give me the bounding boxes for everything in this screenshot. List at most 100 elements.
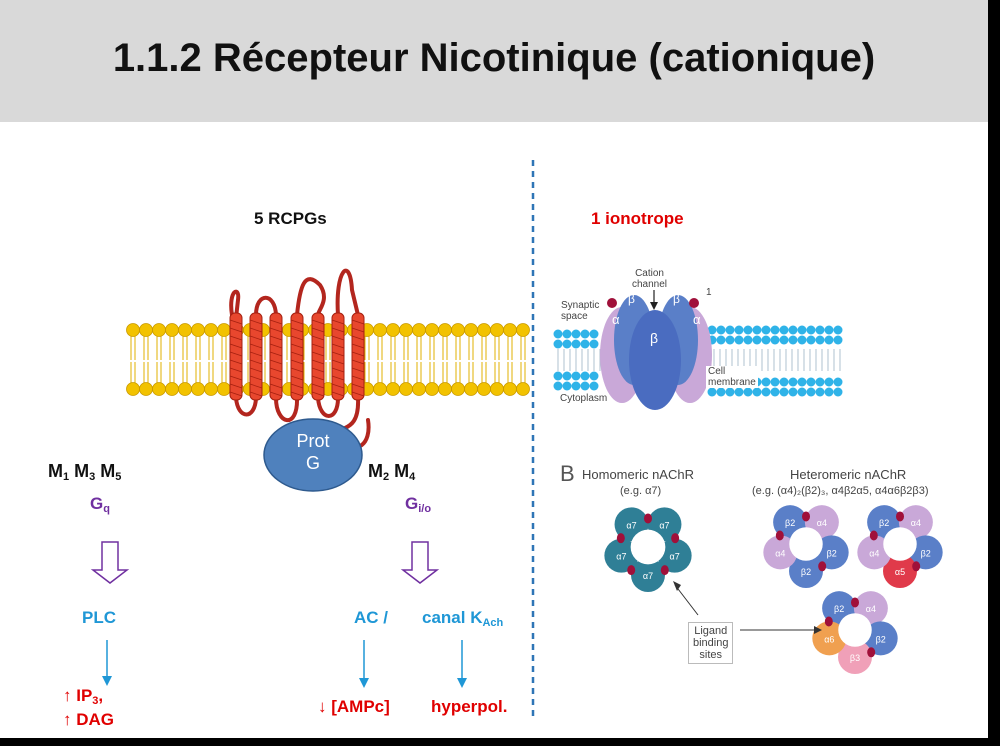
binding-site (912, 561, 921, 572)
membrane-head (725, 325, 735, 335)
ampc-label: ↓ [AMPc] (318, 697, 390, 716)
panel-letter: B (560, 461, 575, 486)
membrane-head (761, 387, 771, 397)
beta-subunit-center (629, 310, 681, 410)
membrane-head (571, 381, 581, 391)
subunit (838, 640, 872, 674)
right-heading: 1 ionotrope (591, 209, 684, 228)
ip3-label: ↑ IP3, (63, 686, 104, 707)
membrane-head (806, 387, 816, 397)
membrane-head (797, 387, 807, 397)
binding-site (660, 565, 669, 576)
membrane-head (725, 335, 735, 345)
subunit (789, 554, 823, 588)
left-heading: 5 RCPGs (254, 209, 327, 228)
beta-label-left: β (628, 292, 635, 306)
subunit-label: α4 (775, 548, 785, 558)
membrane-head (779, 377, 789, 387)
subunit-label: α7 (670, 552, 680, 562)
membrane-head (553, 381, 563, 391)
transmembrane-helix (351, 312, 365, 401)
lipid-head (516, 382, 530, 396)
subunit-label: α7 (659, 520, 669, 530)
binding-site (851, 597, 859, 608)
subunit-label: α4 (911, 518, 921, 528)
channel-pore (789, 527, 823, 561)
subunit (857, 535, 892, 570)
membrane-head (761, 325, 771, 335)
alpha-label-right: α (693, 312, 701, 327)
beta-label-center: β (650, 330, 659, 346)
membrane-head (562, 371, 572, 381)
membrane-head (743, 387, 753, 397)
membrane-head (824, 387, 834, 397)
channel-mark: 1 (706, 287, 712, 298)
subunit-label: β2 (801, 567, 811, 577)
muscarinic-group-1: M1 M3 M5 (48, 461, 122, 483)
membrane-head (562, 329, 572, 339)
membrane-head (553, 371, 563, 381)
flow-arrows (90, 541, 467, 688)
membrane-head (580, 339, 590, 349)
membrane-head (797, 377, 807, 387)
transmembrane-helix (229, 312, 243, 401)
membrane-head (761, 377, 771, 387)
membrane-head (716, 325, 726, 335)
subunit (631, 558, 665, 592)
subunit-label: α6 (824, 634, 834, 644)
hyperpol-label: hyperpol. (431, 697, 508, 716)
subunit-label: β2 (827, 548, 837, 558)
beta-label-right: β (673, 292, 680, 306)
subunit-label: α4 (866, 604, 876, 614)
subunit (657, 538, 692, 573)
binding-site (824, 616, 833, 627)
membrane-head (743, 335, 753, 345)
ac-label: AC / (354, 608, 388, 627)
membrane-head (806, 325, 816, 335)
membrane-head (589, 381, 599, 391)
membrane-head (770, 387, 780, 397)
ligand-pointer-homo (674, 584, 699, 616)
membrane-head (815, 335, 825, 345)
membrane-head (752, 387, 762, 397)
hollow-arrow-gio (400, 541, 440, 584)
subunit (604, 538, 639, 573)
dag-label: ↑ DAG (63, 710, 115, 729)
membrane-head (788, 325, 798, 335)
transmembrane-helix (311, 312, 325, 401)
arrow-down-icon: ↓ (318, 697, 327, 716)
canal-kach-label: canal KAch (422, 608, 504, 629)
binding-site (818, 561, 827, 572)
membrane-head (571, 329, 581, 339)
homomeric-example: (e.g. α7) (620, 485, 662, 497)
slide: 1.1.2 Récepteur Nicotinique (cationique)… (0, 0, 988, 738)
membrane-head (562, 381, 572, 391)
membrane-head (806, 377, 816, 387)
membrane-head (833, 335, 843, 345)
channel-pore (630, 529, 666, 565)
membrane-head (562, 339, 572, 349)
page-title: 1.1.2 Récepteur Nicotinique (cationique) (112, 36, 876, 80)
cytoplasm-label: Cytoplasm (560, 393, 608, 404)
protein-g-label: Prot G (296, 431, 330, 473)
muscarinic-group-2: M2 M4 (368, 461, 416, 483)
subunit-label: β2 (876, 634, 886, 644)
subunit-label: α5 (895, 567, 905, 577)
membrane-head (824, 325, 834, 335)
membrane-head (571, 371, 581, 381)
subunit-label: α7 (616, 552, 626, 562)
arrow-up-icon: ↑ (63, 686, 72, 705)
membrane-head (779, 387, 789, 397)
binding-site-right (689, 298, 699, 308)
protein-g-ellipse (263, 418, 363, 492)
gio-label: Gi/o (405, 494, 432, 515)
membrane-head (797, 335, 807, 345)
membrane-head (707, 325, 717, 335)
subunit-label: β2 (879, 518, 889, 528)
membrane-head (734, 387, 744, 397)
